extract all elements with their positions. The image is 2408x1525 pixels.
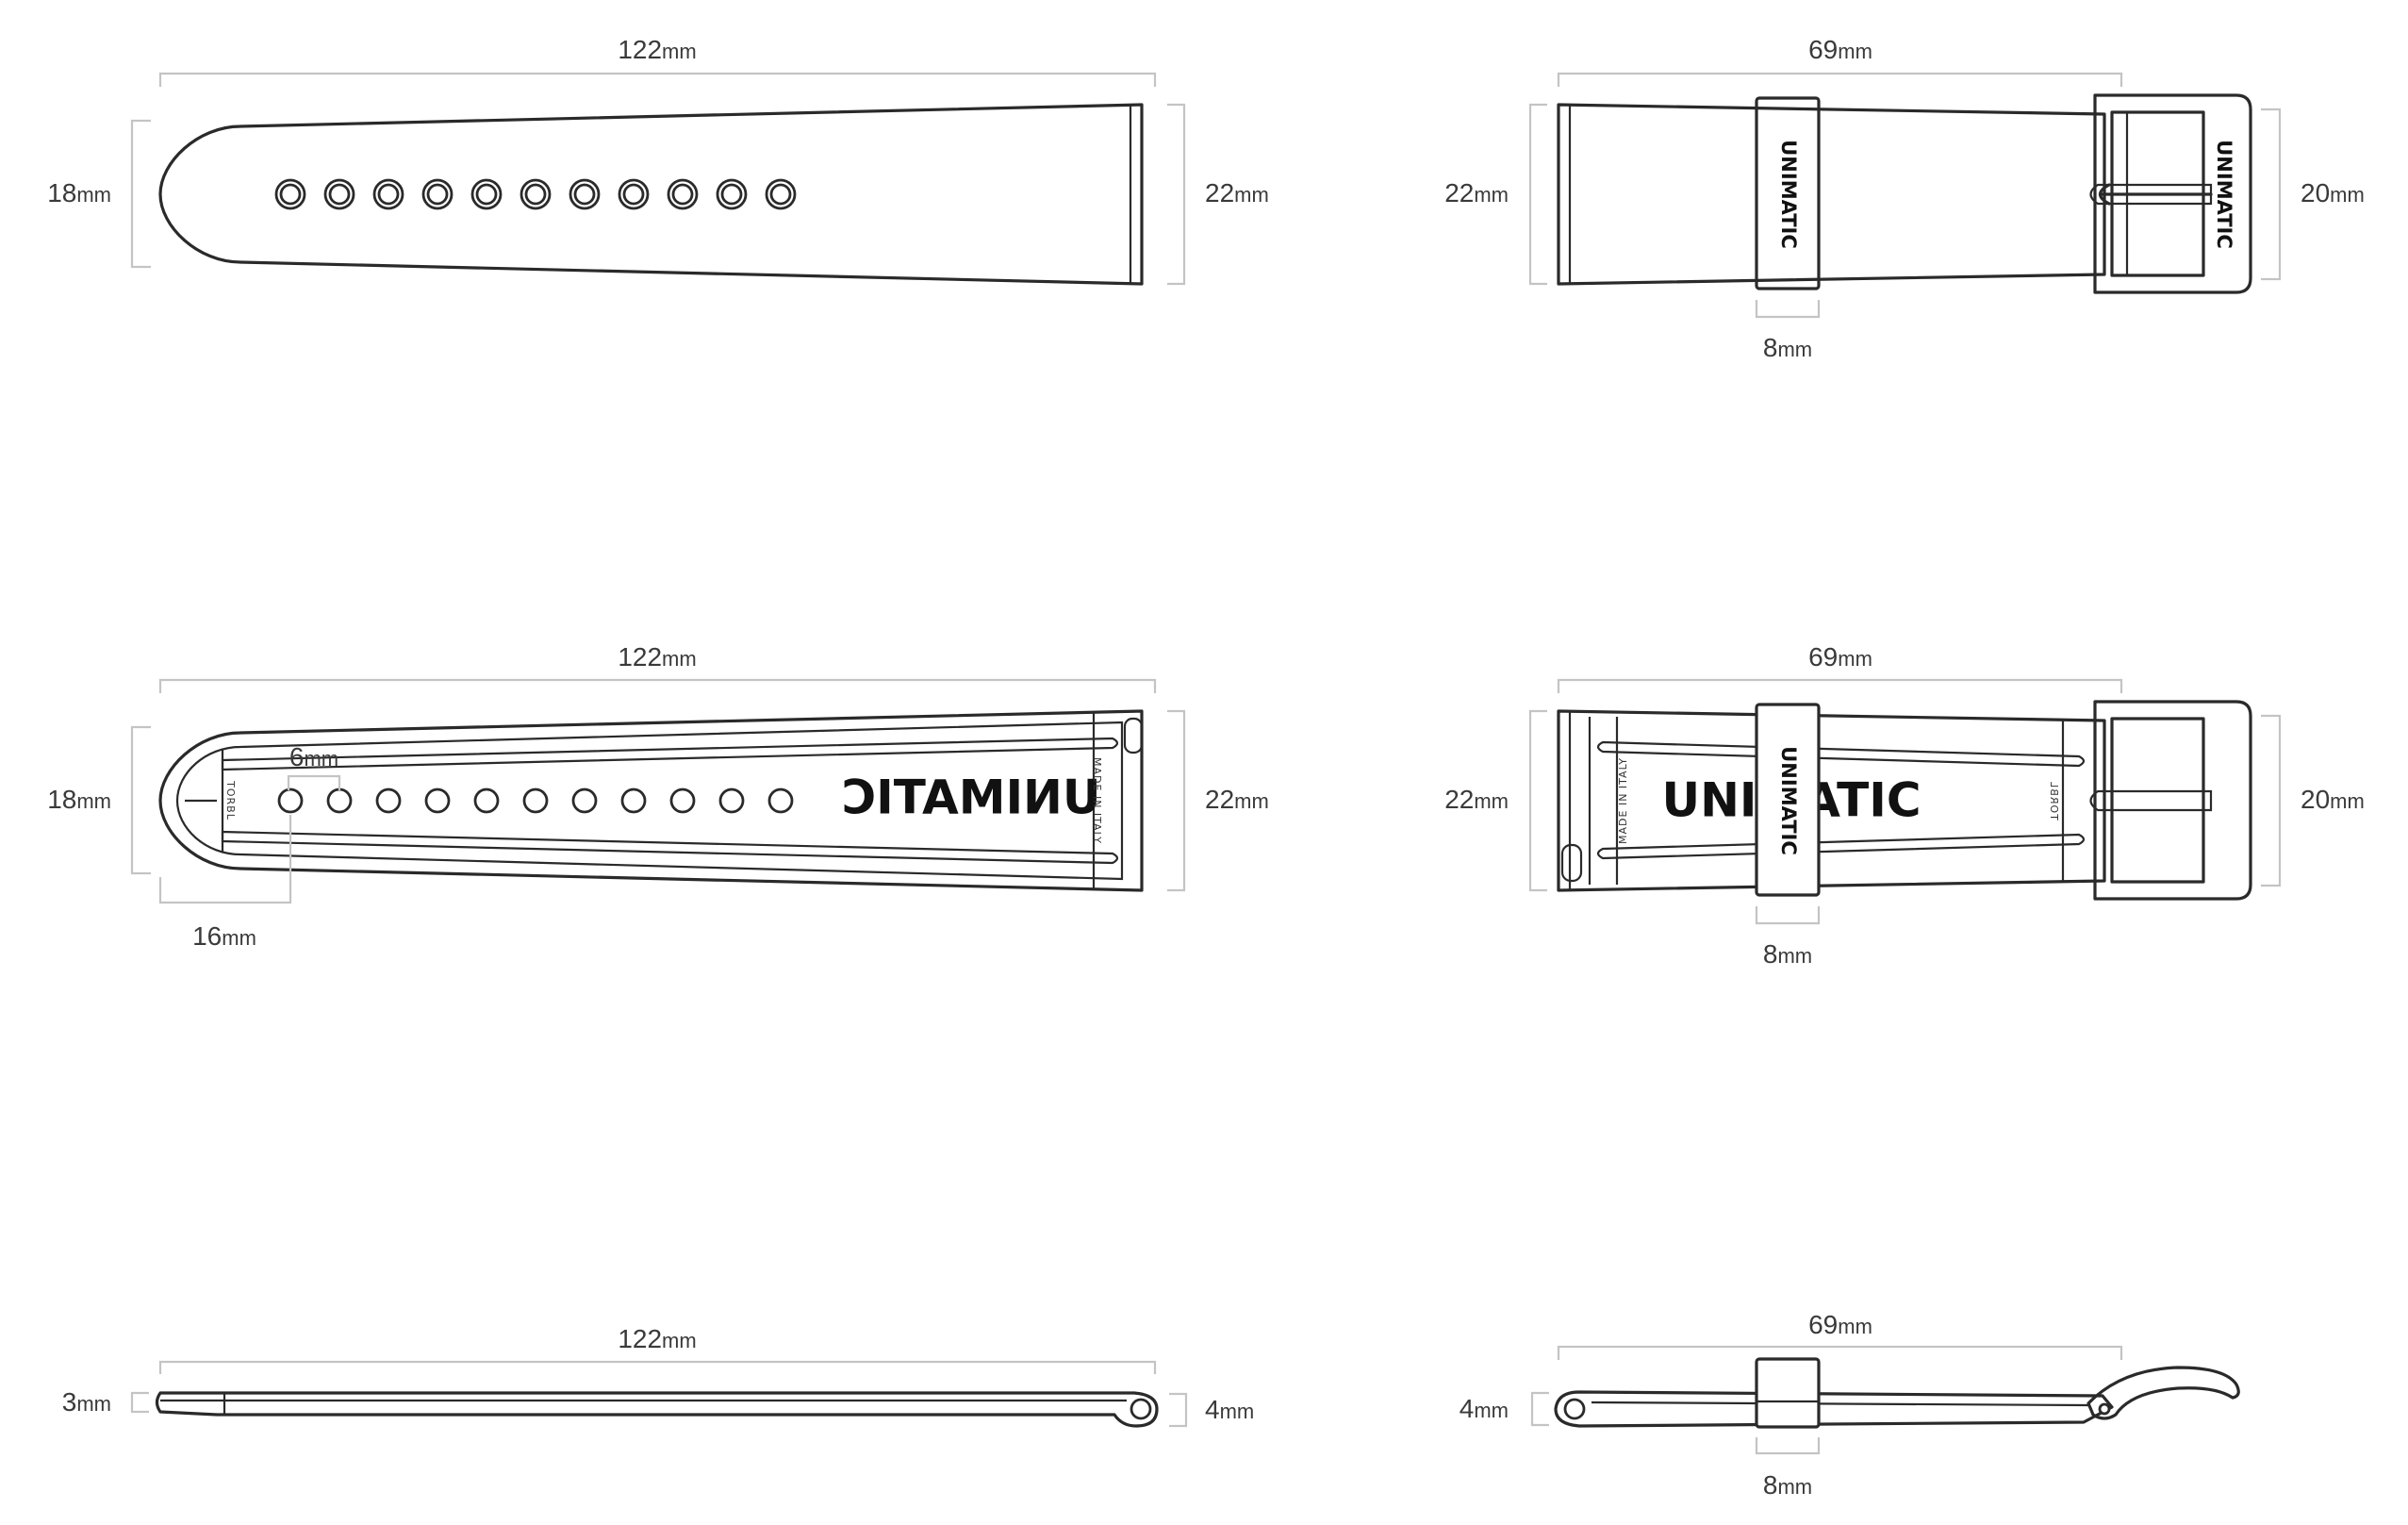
- torbl-imprint-buckle: TORBL: [2048, 781, 2060, 821]
- keeper-brand-logo: UNIMATIC: [1777, 140, 1800, 249]
- dim-first-hole-offset: 16mm: [192, 921, 256, 951]
- side-buckle-tongue: [2086, 1366, 2240, 1420]
- dim-long-length: 122mm: [618, 35, 696, 64]
- dim-long-base-width: 22mm: [1205, 178, 1269, 207]
- dim-side-buckle-thickness: 4mm: [1460, 1394, 1509, 1423]
- dim-keeper-width: 8mm: [1763, 333, 1812, 362]
- dim-buckle-length: 69mm: [1808, 35, 1872, 64]
- dim-side-length: 122mm: [618, 1324, 696, 1353]
- buckle: UNIMATIC: [2089, 93, 2252, 294]
- strap-holes: [274, 178, 797, 210]
- dim-underside-buckle-length: 69mm: [1808, 642, 1872, 671]
- dim-side-tip-thickness: 3mm: [62, 1387, 111, 1417]
- dim-underside-base-width: 22mm: [1205, 785, 1269, 814]
- made-in-italy-imprint: MADE IN ITALY: [1091, 757, 1103, 844]
- underside-brand-logo-mirrored: UNIMATIC: [841, 771, 1100, 825]
- dim-buckle-base-width: 22mm: [1444, 178, 1509, 207]
- torbl-imprint: TORBL: [224, 780, 237, 821]
- dim-side-buckle-length: 69mm: [1808, 1310, 1872, 1339]
- underside-keeper-brand-logo: UNIMATIC: [1777, 746, 1800, 855]
- dim-buckle-width: 20mm: [2301, 178, 2365, 207]
- dim-underside-buckle-width: 20mm: [2301, 785, 2365, 814]
- underside-keeper-loop: UNIMATIC: [1755, 703, 1821, 897]
- dim-underside-length: 122mm: [618, 642, 696, 671]
- buckle-strap-underside-view: UNIMATIC MADE IN ITALY TORBL UNIMATIC: [1557, 700, 2252, 901]
- dim-underside-buckle-base-width: 22mm: [1444, 785, 1509, 814]
- dim-underside-keeper-width: 8mm: [1763, 939, 1812, 969]
- made-in-italy-imprint-buckle: MADE IN ITALY: [1617, 757, 1629, 844]
- long-strap-top-view: [158, 103, 1144, 286]
- dim-long-tip-width: 18mm: [47, 178, 111, 207]
- buckle-strap-top-view: UNIMATIC UNIMATIC: [1557, 93, 2252, 294]
- dim-side-keeper-width: 8mm: [1763, 1470, 1812, 1500]
- dim-side-base-thickness: 4mm: [1205, 1395, 1254, 1424]
- buckle-brand-logo: UNIMATIC: [2213, 140, 2235, 249]
- buckle-strap-side-view: [1554, 1357, 2240, 1429]
- underside-holes: [277, 787, 794, 814]
- long-strap-underside-view: UNIMATIC MADE IN ITALY TORBL: [158, 709, 1144, 892]
- long-strap-side-view: [155, 1391, 1159, 1428]
- keeper-loop: UNIMATIC: [1755, 96, 1821, 290]
- underside-buckle: [2089, 700, 2252, 901]
- dim-hole-spacing: 6mm: [289, 742, 338, 771]
- dim-underside-tip-width: 18mm: [47, 785, 111, 814]
